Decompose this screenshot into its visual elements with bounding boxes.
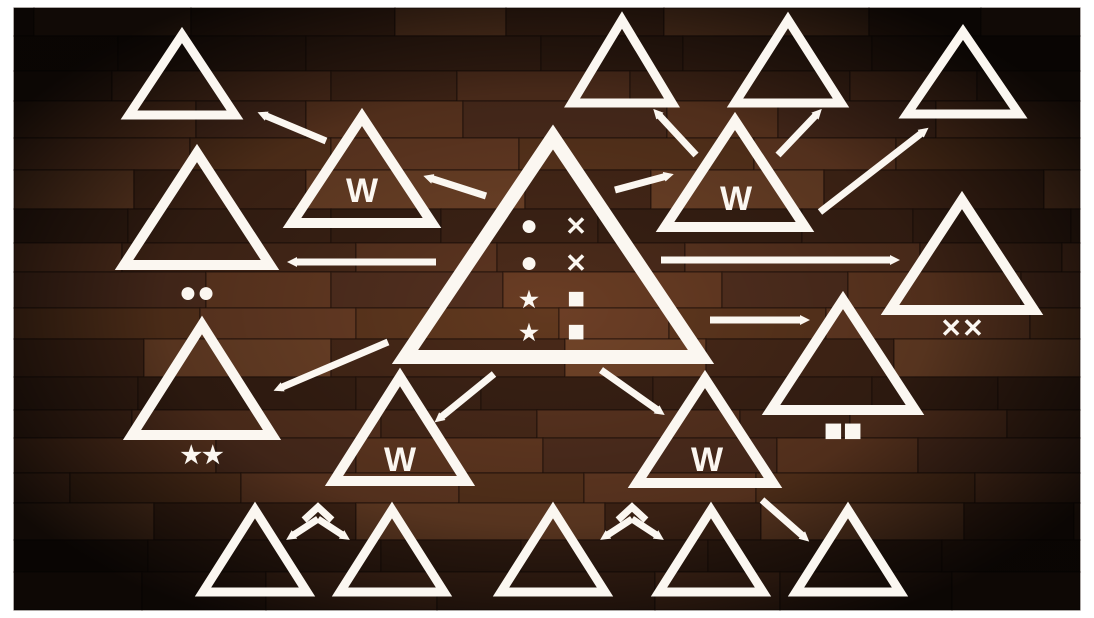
center-mark-r2c2: ✕ xyxy=(565,248,587,278)
center-mark-r1c2: ✕ xyxy=(565,211,587,241)
center-mark-r4c2: ■ xyxy=(567,315,585,348)
w-label-bottom-left: W xyxy=(384,441,417,479)
center-mark-r1c1: ● xyxy=(520,209,538,242)
center-mark-r3c1: ★ xyxy=(519,287,539,312)
center-mark-r3c2: ■ xyxy=(567,282,585,315)
center-mark-r4c1: ★ xyxy=(519,320,539,345)
pair-stars-mark: ★★ xyxy=(180,442,224,469)
w-label-bottom-right: W xyxy=(691,441,724,479)
center-mark-r2c1: ● xyxy=(520,246,538,279)
pair-dots-mark: ●● xyxy=(179,276,215,309)
w-label-top-right: W xyxy=(720,180,753,218)
w-label-top-left: W xyxy=(346,172,379,210)
pair-squares-mark: ■■ xyxy=(824,412,863,448)
pair-crosses-mark: ✕✕ xyxy=(940,313,984,343)
